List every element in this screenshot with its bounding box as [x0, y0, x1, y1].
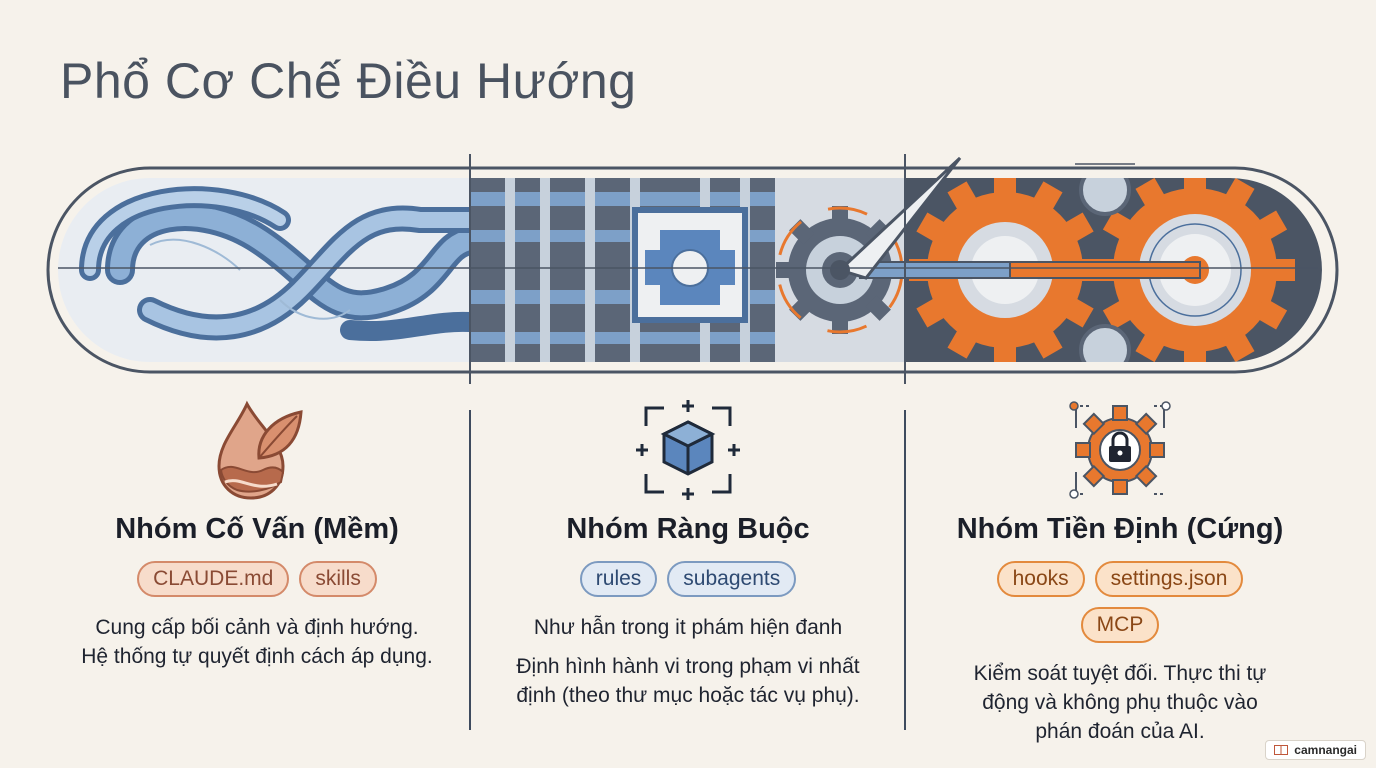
column-description: Cung cấp bối cảnh và định hướng. Hệ thốn… [81, 615, 433, 668]
tag-list: CLAUDE.md skills [47, 560, 467, 597]
column-constraint: Nhóm Ràng Buộc rules subagents Như hẫn t… [478, 398, 898, 710]
tag-rules: rules [579, 560, 658, 597]
tag-settings-json: settings.json [1094, 560, 1244, 597]
column-description: Định hình hành vi trong phạm vi nhất địn… [516, 654, 860, 707]
gear-lock-icon [1069, 401, 1171, 499]
spectrum-banner [46, 154, 1339, 384]
tag-skills: skills [299, 560, 377, 597]
tag-hooks: hooks [996, 560, 1085, 597]
page-title: Phổ Cơ Chế Điều Hướng [60, 53, 637, 109]
column-advisory: Nhóm Cố Vấn (Mềm) CLAUDE.md skills Cung … [47, 398, 467, 671]
watermark-badge: camnangai [1265, 740, 1366, 760]
column-description: Kiểm soát tuyệt đối. Thực thi tự động và… [973, 661, 1267, 743]
column-heading: Nhóm Ràng Buộc [566, 513, 810, 545]
tag-list: hooks settings.json MCP [910, 560, 1330, 643]
column-deterministic: Nhóm Tiền Định (Cứng) hooks settings.jso… [910, 398, 1330, 746]
tag-list: rules subagents [478, 560, 898, 597]
tag-claude-md: CLAUDE.md [137, 560, 290, 597]
tag-subagents: subagents [667, 560, 797, 597]
cube-frame-icon [636, 400, 740, 500]
book-icon [1274, 745, 1289, 755]
column-heading: Nhóm Tiền Định (Cứng) [956, 513, 1284, 545]
column-divider-left [469, 410, 471, 730]
water-drop-leaf-icon [217, 400, 303, 500]
column-heading: Nhóm Cố Vấn (Mềm) [115, 513, 399, 545]
column-divider-right [904, 410, 906, 730]
tag-mcp: MCP [1080, 606, 1160, 643]
column-note: Như hẫn trong it phám hiện đanh [533, 615, 843, 639]
